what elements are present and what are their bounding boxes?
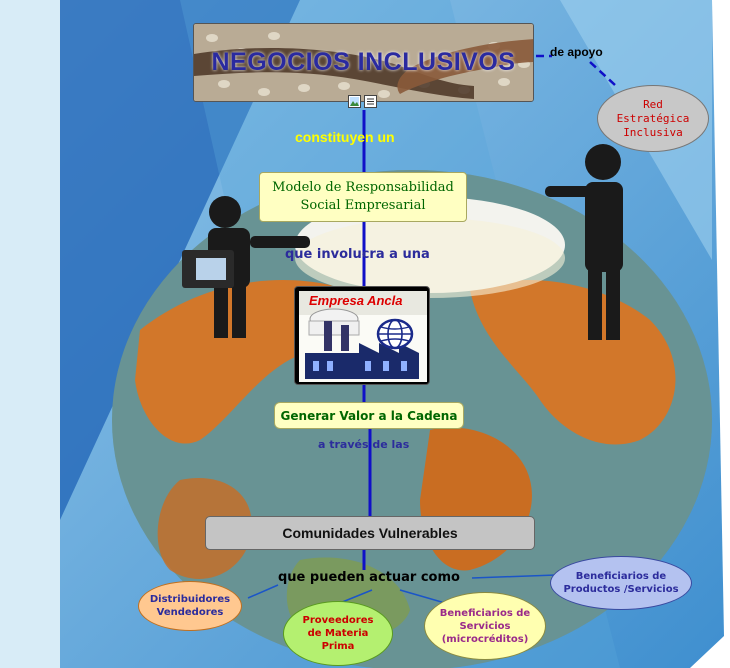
factory-icon (299, 291, 427, 382)
title-box[interactable]: NEGOCIOS INCLUSIVOS (193, 23, 534, 102)
node-red-estrategica-label: Red Estratégica Inclusiva (616, 97, 690, 139)
connector-que-involucra: que involucra a una (285, 247, 430, 262)
node-beneficiarios-productos-label: Beneficiarios de Productos /Servicios (563, 571, 679, 595)
notes-icon[interactable] (364, 95, 377, 108)
node-empresa-ancla[interactable]: Empresa Ancla (294, 286, 430, 385)
hands-beans-photo (194, 24, 533, 101)
node-comunidades[interactable]: Comunidades Vulnerables (205, 516, 535, 550)
node-beneficiarios-servicios[interactable]: Beneficiarios de Servicios (microcrédito… (424, 592, 546, 660)
node-proveedores-label: Proveedores de Materia Prima (302, 615, 374, 652)
node-proveedores[interactable]: Proveedores de Materia Prima (283, 601, 393, 666)
connector-de-apoyo: de apoyo (550, 45, 603, 59)
node-modelo-rse[interactable]: Modelo de Responsabilidad Social Empresa… (259, 172, 467, 222)
node-modelo-rse-label: Modelo de Responsabilidad Social Empresa… (272, 180, 454, 213)
globe-icon (376, 318, 414, 350)
node-distribuidores[interactable]: Distribuidores Vendedores (138, 581, 242, 631)
connector-constituyen-un: constituyen un (295, 129, 395, 145)
node-comunidades-label: Comunidades Vulnerables (282, 525, 458, 541)
connector-que-pueden: que pueden actuar como (278, 570, 460, 585)
connector-a-traves: a través de las (318, 438, 410, 451)
node-generar-valor-label: Generar Valor a la Cadena (280, 408, 458, 423)
node-beneficiarios-productos[interactable]: Beneficiarios de Productos /Servicios (550, 556, 692, 610)
node-empresa-ancla-label: Empresa Ancla (309, 293, 403, 308)
node-distribuidores-label: Distribuidores Vendedores (149, 594, 231, 618)
node-red-estrategica[interactable]: Red Estratégica Inclusiva (597, 85, 709, 152)
page-title: NEGOCIOS INCLUSIVOS (211, 48, 516, 76)
image-icon[interactable] (348, 95, 361, 108)
node-beneficiarios-servicios-label: Beneficiarios de Servicios (microcrédito… (439, 607, 531, 645)
node-generar-valor[interactable]: Generar Valor a la Cadena (274, 402, 464, 429)
